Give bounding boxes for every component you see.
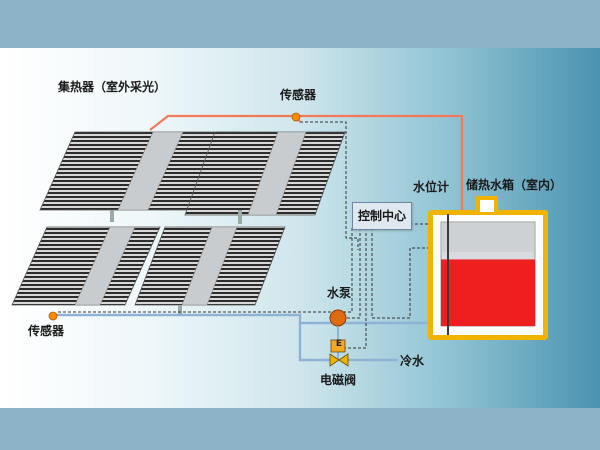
sensor-bottom-label: 传感器 [28,324,65,338]
collector-link [238,210,242,224]
storage-tank [428,196,548,340]
collector-bottom-left [11,226,161,306]
bypass-pipe [298,323,330,362]
collector-bottom-right [134,226,286,306]
pump-label: 水泵 [327,286,352,300]
cold-water-label: 冷水 [400,354,425,368]
signal-lines [58,121,438,349]
sensor-top [291,112,301,122]
solenoid-coil [330,339,346,353]
control-center-box: 控制中心 [352,202,412,230]
top-band [0,0,600,48]
collector-top-right [184,131,346,216]
collector-link [178,305,182,315]
sensor-top-label: 传感器 [280,88,317,102]
sensor-bottom [48,311,58,321]
valve-icon [329,353,340,367]
bottom-band [0,408,600,450]
cold-return-pipe [50,313,438,325]
pump-icon [329,309,347,327]
collector-label: 集热器（室外采光） [58,80,167,94]
valve-letter: E [335,339,343,349]
collector-link [110,210,114,222]
valve-label: 电磁阀 [320,373,357,387]
tank-label: 储热水箱（室内） [466,178,563,192]
control-center-label: 控制中心 [357,209,406,223]
hot-water-pipe [149,114,464,210]
valve-icon [338,353,349,367]
water-level-label: 水位计 [413,180,450,194]
